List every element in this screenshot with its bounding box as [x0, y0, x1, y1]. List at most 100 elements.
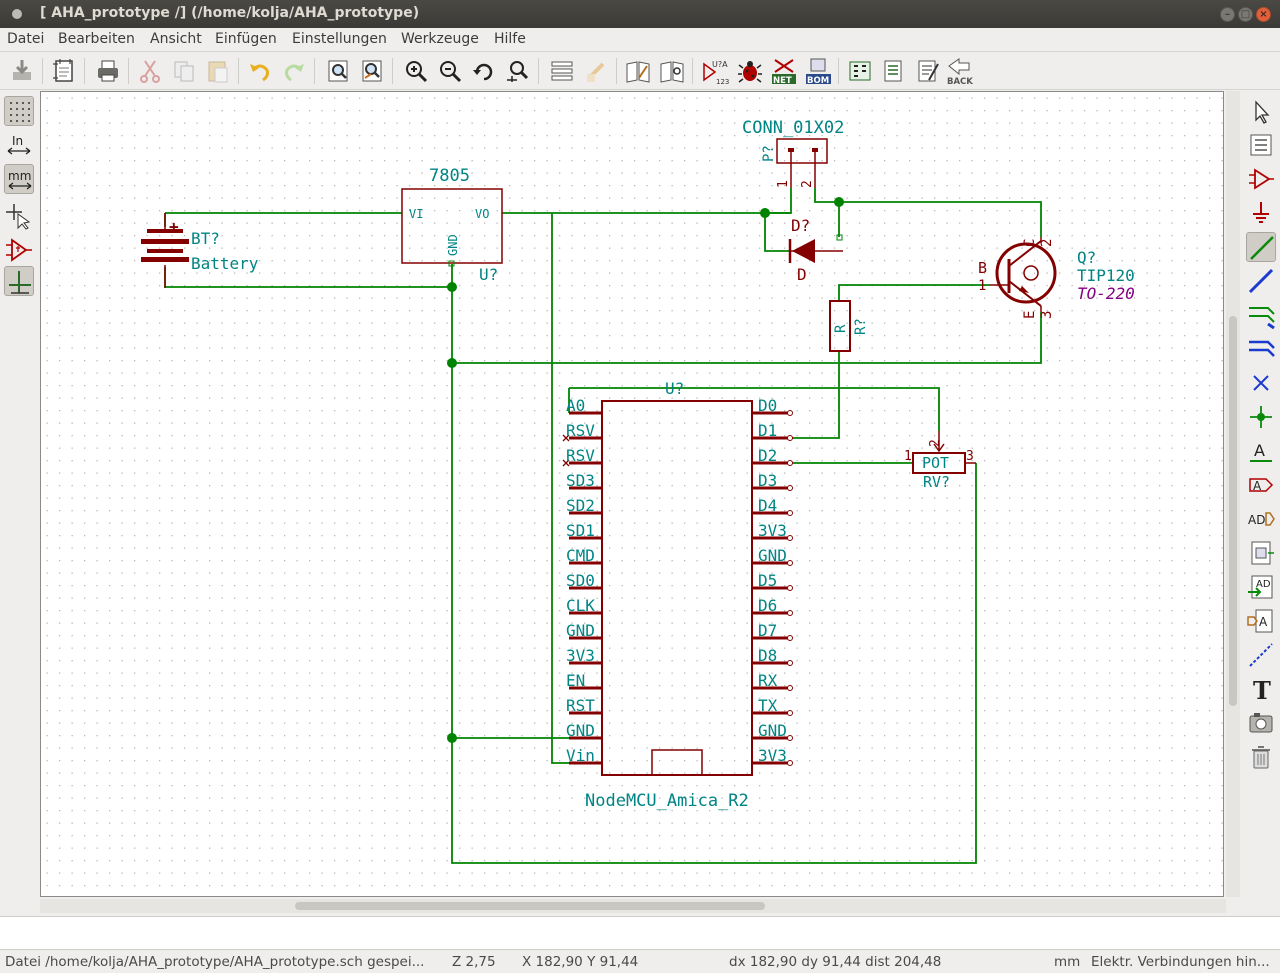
- mcu-right-pin-label: TX: [758, 696, 778, 715]
- mcu-pin-end: [787, 685, 793, 691]
- regulator-7805-symbol[interactable]: 7805 VI VO GND U?: [401, 166, 503, 284]
- import-footprint-icon[interactable]: [879, 56, 909, 86]
- menu-einfuegen[interactable]: Einfügen: [215, 31, 277, 47]
- wire-bus-entry-icon[interactable]: [1246, 300, 1276, 330]
- right-toolbar: A A AD AD A T: [1242, 90, 1280, 915]
- erc-icon[interactable]: [735, 56, 765, 86]
- paste-icon[interactable]: [203, 56, 233, 86]
- menu-einstellungen[interactable]: Einstellungen: [292, 31, 387, 47]
- transistor-pin2: 2: [1039, 239, 1055, 247]
- hierarchy-navigator-icon[interactable]: [547, 56, 577, 86]
- title-bar: [ AHA_prototype /] (/home/kolja/AHA_prot…: [0, 0, 1280, 28]
- status-zoom: Z 2,75: [452, 954, 496, 970]
- menu-bar: Datei Bearbeiten Ansicht Einfügen Einste…: [0, 28, 1280, 52]
- hierarchical-label-icon[interactable]: AD: [1246, 504, 1276, 534]
- library-browser-icon[interactable]: [657, 56, 687, 86]
- redo-icon[interactable]: [279, 56, 309, 86]
- back-icon[interactable]: BACK: [945, 56, 975, 86]
- net-label-icon[interactable]: A: [1246, 436, 1276, 466]
- potentiometer-symbol[interactable]: POT RV? 1 2 3: [904, 431, 976, 491]
- vertical-scroll-thumb[interactable]: [1229, 316, 1237, 706]
- library-editor-icon[interactable]: [623, 56, 653, 86]
- menu-ansicht[interactable]: Ansicht: [150, 31, 202, 47]
- zoom-fit-icon[interactable]: [503, 56, 533, 86]
- minimize-button[interactable]: –: [1220, 7, 1235, 22]
- zoom-in-icon[interactable]: [401, 56, 431, 86]
- netlist-icon[interactable]: NET: [769, 56, 799, 86]
- mcu-right-pin-label: D5: [758, 571, 777, 590]
- resistor-value: R: [833, 324, 849, 333]
- image-icon[interactable]: [1246, 708, 1276, 738]
- zoom-out-icon[interactable]: [435, 56, 465, 86]
- undo-icon[interactable]: [245, 56, 275, 86]
- page-settings-icon[interactable]: [49, 56, 79, 86]
- menu-bearbeiten[interactable]: Bearbeiten: [58, 31, 135, 47]
- cut-icon[interactable]: [135, 56, 165, 86]
- cursor-icon[interactable]: [4, 200, 34, 230]
- bom-icon[interactable]: BOM: [803, 56, 833, 86]
- text-tool-letter: T: [1253, 676, 1271, 704]
- schematic-canvas[interactable]: + BT? Battery 7805 VI VO GND U? CONN_01X…: [40, 91, 1224, 897]
- diode-symbol[interactable]: D? D: [788, 216, 843, 284]
- menu-werkzeuge[interactable]: Werkzeuge: [401, 31, 479, 47]
- units-mm-icon[interactable]: mm: [4, 164, 34, 194]
- junction-icon[interactable]: [1246, 402, 1276, 432]
- text-icon[interactable]: T: [1246, 674, 1276, 704]
- vertical-scrollbar[interactable]: [1226, 91, 1240, 897]
- status-file: Datei /home/kolja/AHA_prototype/AHA_prot…: [5, 954, 425, 970]
- nodemcu-symbol[interactable]: U? A0RSVRSVSD3SD2SD1CMDSD0CLKGND3V3ENRST…: [562, 379, 793, 811]
- transistor-tip120-symbol[interactable]: B 1 C 2 E 3 Q? TIP120 TO-220: [978, 237, 1135, 319]
- find-icon[interactable]: [323, 56, 353, 86]
- app-icon[interactable]: [12, 9, 22, 19]
- mcu-pin-end: [787, 710, 793, 716]
- maximize-button[interactable]: □: [1238, 7, 1253, 22]
- units-in-icon[interactable]: In: [4, 130, 34, 160]
- pcbnew-icon[interactable]: [913, 56, 943, 86]
- transistor-pin3: 3: [1039, 311, 1055, 319]
- regulator-value: 7805: [429, 166, 470, 186]
- zoom-redraw-icon[interactable]: [469, 56, 499, 86]
- battery-symbol[interactable]: + BT? Battery: [141, 213, 259, 288]
- hierarchical-pin-icon[interactable]: A: [1246, 606, 1276, 636]
- print-icon[interactable]: [93, 56, 123, 86]
- menu-datei[interactable]: Datei: [7, 31, 45, 47]
- select-icon[interactable]: [1246, 96, 1276, 126]
- power-icon[interactable]: [1246, 198, 1276, 228]
- transistor-pin-c: C: [1022, 239, 1038, 247]
- menu-hilfe[interactable]: Hilfe: [494, 31, 526, 47]
- bus-icon[interactable]: [1246, 266, 1276, 296]
- mcu-left-pin-label: RSV: [566, 421, 595, 440]
- cvpcb-icon[interactable]: [845, 56, 875, 86]
- component-icon[interactable]: [1246, 164, 1276, 194]
- hierarchy-icon[interactable]: [1246, 130, 1276, 160]
- horizontal-scroll-thumb[interactable]: [295, 902, 765, 910]
- leave-sheet-icon[interactable]: [581, 56, 611, 86]
- bus-bus-entry-icon[interactable]: [1246, 334, 1276, 364]
- horizontal-scrollbar[interactable]: [40, 899, 1226, 913]
- copy-icon[interactable]: [169, 56, 199, 86]
- graphic-line-icon[interactable]: [1246, 640, 1276, 670]
- mcu-right-pin-label: D6: [758, 596, 777, 615]
- no-connect-icon[interactable]: [1246, 368, 1276, 398]
- delete-icon[interactable]: [1246, 742, 1276, 772]
- hierarchical-sheet-icon[interactable]: [1246, 538, 1276, 568]
- connector-symbol[interactable]: CONN_01X02 P? 1 2: [742, 118, 844, 188]
- status-delta: dx 182,90 dy 91,44 dist 204,48: [729, 954, 942, 970]
- resistor-symbol[interactable]: R R?: [829, 300, 869, 352]
- wire-icon[interactable]: [1246, 232, 1276, 262]
- units-mm-label: mm: [8, 169, 31, 183]
- find-replace-icon[interactable]: [357, 56, 387, 86]
- hidden-pins-icon[interactable]: [4, 234, 34, 264]
- mcu-left-pin-label: A0: [566, 396, 585, 415]
- global-label-icon[interactable]: A: [1246, 470, 1276, 500]
- mcu-pins: A0RSVRSVSD3SD2SD1CMDSD0CLKGND3V3ENRSTGND…: [562, 396, 793, 766]
- close-button[interactable]: ×: [1256, 7, 1271, 22]
- wire-angle-icon[interactable]: [4, 266, 34, 296]
- import-sheet-pin-icon[interactable]: AD: [1246, 572, 1276, 602]
- grid-icon[interactable]: [4, 96, 34, 126]
- pot-pin2: 2: [928, 439, 943, 447]
- save-sheet-icon[interactable]: [7, 56, 37, 86]
- mcu-pin-end: [787, 585, 793, 591]
